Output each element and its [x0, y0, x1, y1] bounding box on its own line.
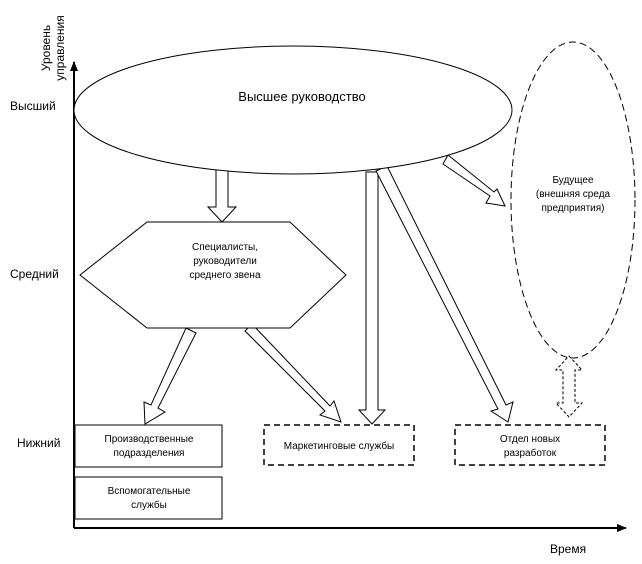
arrow-top-to-future	[442, 154, 506, 207]
specialists-label-line1: Специалисты,	[192, 242, 258, 253]
arrow-top-to-new-dev	[375, 165, 514, 423]
new-dev-box	[454, 424, 606, 466]
level-label-bottom: Нижний	[17, 436, 60, 450]
production-label-line2: подразделения	[114, 448, 185, 459]
level-label-middle: Средний	[10, 267, 59, 281]
new-dev-label-line2: разработок	[504, 447, 557, 459]
arrow-specialists-to-production	[143, 327, 197, 425]
arrow-top-to-specialists	[206, 167, 238, 223]
specialists-label-line2: руководители	[193, 256, 257, 267]
arrow-specialists-to-marketing	[244, 323, 342, 423]
support-box	[74, 476, 223, 520]
support-label-line2: службы	[131, 499, 167, 511]
y-axis-title-line1: Уровень	[39, 25, 53, 71]
future-label-line3: предприятия)	[541, 203, 604, 214]
production-box	[74, 424, 223, 468]
future-label-line2: (внешняя среда	[536, 189, 611, 200]
marketing-label: Маркетинговые службы	[284, 440, 394, 452]
level-label-top: Высший	[10, 99, 56, 113]
y-axis-title-line2: управления	[53, 15, 67, 80]
production-label-line1: Производственные	[105, 434, 194, 445]
support-label-line1: Вспомогательные	[108, 486, 191, 497]
new-dev-label-line1: Отдел новых	[500, 434, 560, 445]
future-label-line1: Будущее	[552, 175, 594, 186]
specialists-hexagon	[79, 221, 347, 329]
top-management-label: Высшее руководство	[238, 89, 365, 104]
future-ellipse	[510, 41, 636, 359]
top-management-ellipse	[73, 45, 513, 175]
marketing-box	[263, 424, 415, 466]
arrow-top-to-marketing	[357, 171, 387, 425]
specialists-label-line3: среднего звена	[189, 270, 260, 281]
x-axis-title: Время	[550, 542, 586, 556]
arrow-new-dev-future-bidirectional	[554, 355, 584, 418]
